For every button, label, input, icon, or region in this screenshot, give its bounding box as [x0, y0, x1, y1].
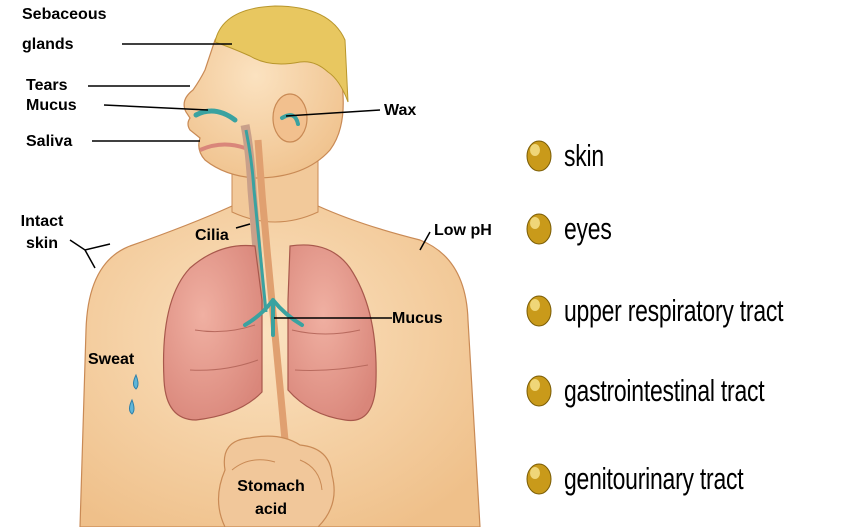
list-item-label: eyes: [564, 211, 612, 247]
label-stomach: Stomach: [228, 477, 314, 496]
label-cilia: Cilia: [195, 226, 229, 245]
label-intact: Intact: [16, 212, 68, 231]
label-sweat: Sweat: [88, 350, 134, 369]
label-tears: Tears: [26, 76, 68, 95]
label-sebaceous: Sebaceous: [22, 5, 106, 24]
bullet-icon: [524, 293, 554, 329]
bullet-icon: [524, 211, 554, 247]
label-low-ph: Low pH: [434, 221, 492, 240]
label-wax: Wax: [384, 101, 416, 120]
label-acid: acid: [228, 500, 314, 519]
list-item: upper respiratory tract: [524, 290, 848, 332]
list-item: genitourinary tract: [524, 458, 806, 500]
ear: [273, 94, 307, 142]
list-item-label: upper respiratory tract: [564, 293, 783, 329]
list-item-label: genitourinary tract: [564, 461, 743, 497]
label-saliva: Saliva: [26, 132, 72, 151]
body-illustration: [0, 0, 520, 527]
label-mucus-upper: Mucus: [26, 96, 77, 115]
label-mucus-lower: Mucus: [392, 309, 443, 328]
list-item: gastrointestinal tract: [524, 370, 835, 412]
label-glands: glands: [22, 35, 74, 54]
label-skin: skin: [16, 234, 68, 253]
bullet-icon: [524, 373, 554, 409]
list-item: eyes: [524, 208, 628, 250]
bullet-icon: [524, 461, 554, 497]
bullet-icon: [524, 138, 554, 174]
list-item: skin: [524, 135, 618, 177]
list-item-label: gastrointestinal tract: [564, 373, 764, 409]
barrier-site-list: skin eyes upper respiratory tract gastro…: [524, 0, 848, 527]
list-item-label: skin: [564, 138, 604, 174]
